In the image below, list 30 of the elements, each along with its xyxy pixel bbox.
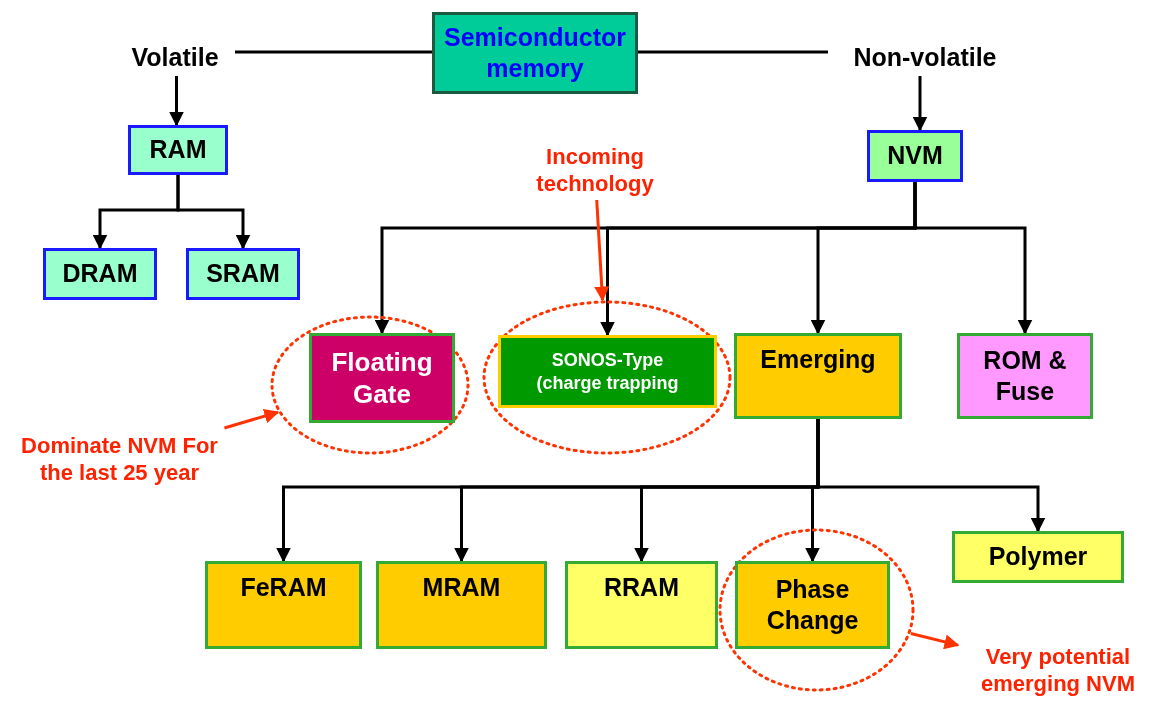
memory-box: FeRAM [205,561,362,649]
memory-box: RAM [128,125,228,175]
memory-box: Floating Gate [309,333,455,423]
connector-arrow [816,419,1046,533]
connector-arrow [913,182,1033,335]
memory-box: MRAM [376,561,547,649]
pointer-arrow [224,408,280,430]
connector-arrow [169,76,184,127]
dotted-ellipse [482,300,732,455]
memory-box: Emerging [734,333,902,419]
annotation-text: Dominate NVM For the last 25 year [12,428,227,490]
memory-box: ROM & Fuse [957,333,1093,419]
dotted-ellipse [718,528,915,692]
connector-arrow [912,76,928,132]
dotted-ellipse [270,315,470,455]
memory-box: NVM [867,130,963,182]
memory-box: SONOS-Type (charge trapping [498,335,717,408]
memory-box: Phase Change [735,561,890,649]
memory-box: DRAM [43,248,157,300]
memory-box: RRAM [565,561,718,649]
pointer-arrow [910,632,960,650]
category-label: Volatile [115,40,235,76]
connector-arrow [176,175,251,250]
annotation-text: Very potential emerging NVM [958,640,1158,700]
category-label: Non-volatile [828,40,1022,76]
annotation-text: Incoming technology [505,140,685,200]
memory-box: Semiconductor memory [432,12,638,94]
pointer-arrow [594,199,610,302]
memory-box: SRAM [186,248,300,300]
memory-box: Polymer [952,531,1124,583]
